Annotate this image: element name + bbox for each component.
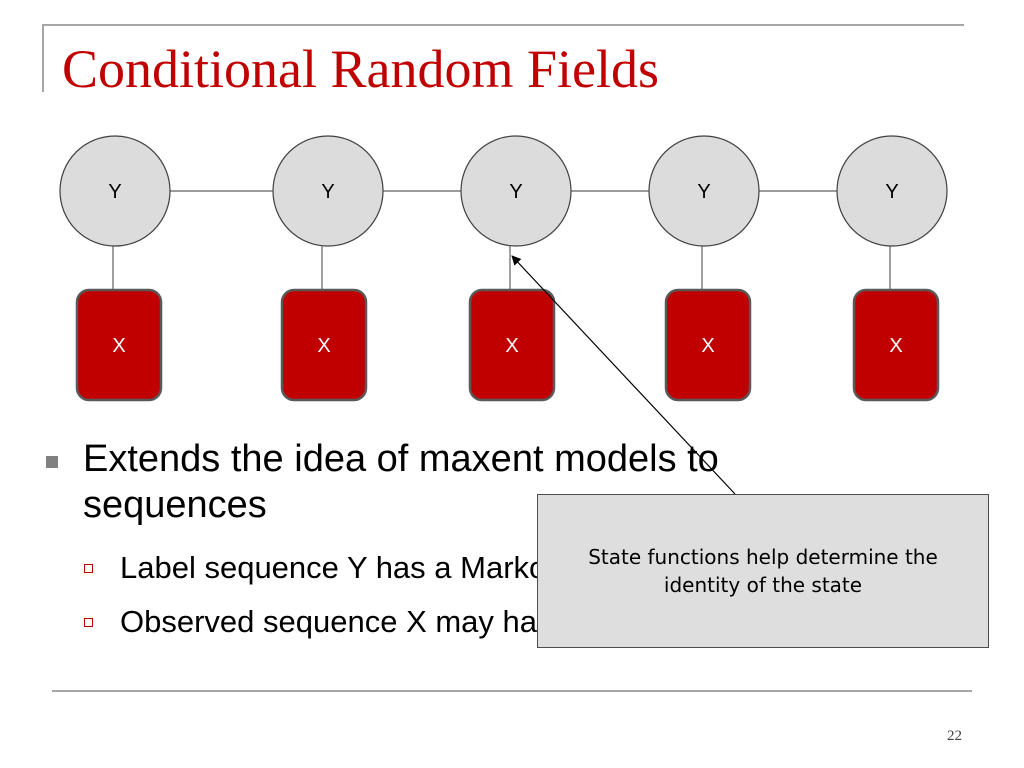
bullet-main-text: Extends the idea of maxent models to seq… <box>83 438 719 526</box>
title-frame-top-rule <box>42 24 964 26</box>
slide-title: Conditional Random Fields <box>62 39 660 99</box>
x-node-label: X <box>112 335 125 357</box>
y-node-label: Y <box>509 181 522 203</box>
y-node: Y <box>460 135 572 247</box>
x-node: X <box>75 288 163 402</box>
footer-rule <box>52 690 972 692</box>
hollow-square-bullet-icon <box>84 564 93 573</box>
x-node: X <box>664 288 752 402</box>
x-node: X <box>280 288 368 402</box>
x-node-label: X <box>701 335 714 357</box>
hollow-square-bullet-icon <box>84 618 93 627</box>
x-node-box <box>664 288 752 402</box>
y-node-label: Y <box>697 181 710 203</box>
y-node: Y <box>836 135 948 247</box>
y-node-label: Y <box>885 181 898 203</box>
square-bullet-icon <box>46 456 58 468</box>
y-node-circle <box>272 135 384 247</box>
x-node-box <box>75 288 163 402</box>
y-node: Y <box>59 135 171 247</box>
y-node-circle <box>836 135 948 247</box>
y-node-circle <box>460 135 572 247</box>
y-node: Y <box>272 135 384 247</box>
x-node: X <box>852 288 940 402</box>
page-number: 22 <box>947 728 962 744</box>
y-node-circle <box>59 135 171 247</box>
y-node-label: Y <box>108 181 121 203</box>
x-node-box <box>852 288 940 402</box>
y-node: Y <box>648 135 760 247</box>
x-node-label: X <box>505 335 518 357</box>
callout-box: State functions help determine the ident… <box>537 494 989 648</box>
x-node-label: X <box>889 335 902 357</box>
x-node-label: X <box>317 335 330 357</box>
callout-arrow <box>511 255 736 495</box>
bullet-main: Extends the idea of maxent models to seq… <box>46 436 806 528</box>
x-node: X <box>468 288 556 402</box>
y-node-label: Y <box>321 181 334 203</box>
callout-text: State functions help determine the ident… <box>588 545 938 597</box>
x-node-box <box>468 288 556 402</box>
title-frame-left-rule <box>42 24 44 92</box>
x-node-box <box>280 288 368 402</box>
y-node-circle <box>648 135 760 247</box>
